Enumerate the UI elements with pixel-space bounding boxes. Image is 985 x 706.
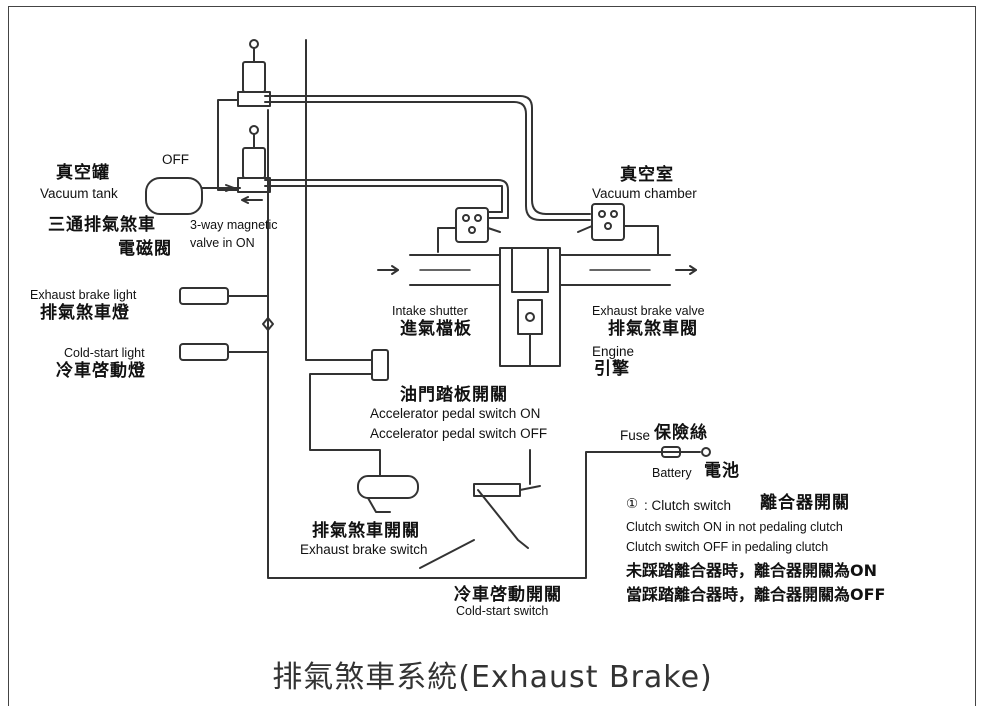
vacuum-chamber-label-en: Vacuum chamber (592, 186, 697, 201)
cold-start-switch-label-zh: 冷車啓動開關 (454, 585, 562, 605)
valve-off-label: OFF (162, 152, 189, 167)
clutch-on-label: Clutch switch ON in not pedaling clutch (626, 520, 843, 534)
exhaust-brake-switch-label-en: Exhaust brake switch (300, 542, 428, 557)
clutch-switch-label-en: : Clutch switch (644, 498, 732, 513)
vacuum-tank-label-zh: 真空罐 (56, 163, 110, 183)
battery-label-zh: 電池 (704, 461, 740, 481)
engine-label-en: Engine (592, 344, 635, 359)
battery-terminal (701, 447, 711, 457)
intake-arrowhead (391, 265, 399, 275)
clutch-pedal-shape (473, 483, 541, 549)
exhaust-arrowhead (689, 265, 697, 275)
engine-block (499, 247, 561, 367)
intake-shutter-actuator (437, 207, 501, 253)
exhaust-brake-switch-shape (357, 475, 419, 513)
accel-switch-on-label: Accelerator pedal switch ON (370, 406, 541, 421)
diagram-title: 排氣煞車系統(Exhaust Brake) (272, 660, 713, 695)
exhaust-valve-label-en: Exhaust brake valve (592, 304, 705, 318)
exhaust-brake-light-label-en: Exhaust brake light (30, 288, 137, 302)
vacuum-hose-shutter-inner (264, 185, 503, 213)
vacuum-chamber-label-zh: 真空室 (620, 165, 674, 185)
clutch-zh-off-label: 當踩踏離合器時，離合器開關為OFF (626, 585, 886, 604)
intake-shutter-label-zh: 進氣檔板 (400, 319, 472, 339)
cold-start-light-shape (179, 343, 229, 361)
wire-valve-to-accel (305, 39, 373, 361)
cold-start-light-label-en: Cold-start light (64, 346, 145, 360)
vacuum-hose-chamber-outer (264, 95, 591, 215)
cold-start-light-label-zh: 冷車啓動燈 (56, 361, 146, 381)
clutch-marker: ① (626, 496, 639, 511)
wire-accel-to-switch (309, 373, 381, 477)
exhaust-valve-label-zh: 排氣煞車閥 (608, 319, 698, 339)
fuse-label-en: Fuse (620, 428, 651, 443)
solenoid-valve-on (237, 125, 271, 193)
clutch-zh-on-label: 未踩踏離合器時，離合器開關為ON (626, 561, 877, 580)
three-way-valve-label-zh-1: 三通排氣煞車 (48, 215, 156, 235)
flow-arrow-out (241, 196, 263, 204)
clutch-switch-label-zh: 離合器開關 (760, 493, 850, 513)
wire-main-loop (267, 109, 641, 579)
intake-shutter-label-en: Intake shutter (392, 304, 468, 318)
exhaust-brake-light-shape (179, 287, 229, 305)
vacuum-link-valves (217, 99, 239, 191)
accel-switch-shape (371, 349, 389, 381)
vacuum-hose-shutter-outer (264, 179, 509, 219)
three-way-valve-label-en-2: valve in ON (190, 236, 255, 250)
exhaust-valve-actuator (577, 203, 659, 255)
vacuum-tank-label-en: Vacuum tank (40, 186, 118, 201)
three-way-valve-label-zh-2: 電磁閥 (118, 239, 172, 259)
wire-junction (262, 317, 274, 331)
battery-label-en: Battery (652, 466, 692, 480)
cold-start-switch-blade (419, 539, 475, 569)
fuse-shape (661, 446, 681, 458)
exhaust-brake-switch-label-zh: 排氣煞車開關 (312, 521, 420, 541)
accel-switch-off-label: Accelerator pedal switch OFF (370, 426, 548, 441)
fuse-label-zh: 保險絲 (654, 423, 708, 443)
clutch-off-label: Clutch switch OFF in pedaling clutch (626, 540, 829, 554)
three-way-valve-label-en-1: 3-way magnetic (190, 218, 278, 232)
engine-label-zh: 引擎 (594, 359, 630, 379)
vacuum-hose-chamber-inner (264, 101, 591, 221)
exhaust-brake-light-label-zh: 排氣煞車燈 (40, 303, 130, 323)
cold-start-switch-label-en: Cold-start switch (456, 604, 549, 618)
diagram-frame (8, 6, 976, 706)
accel-switch-label-zh: 油門踏板開關 (400, 385, 508, 405)
vacuum-tank-shape (145, 177, 203, 215)
